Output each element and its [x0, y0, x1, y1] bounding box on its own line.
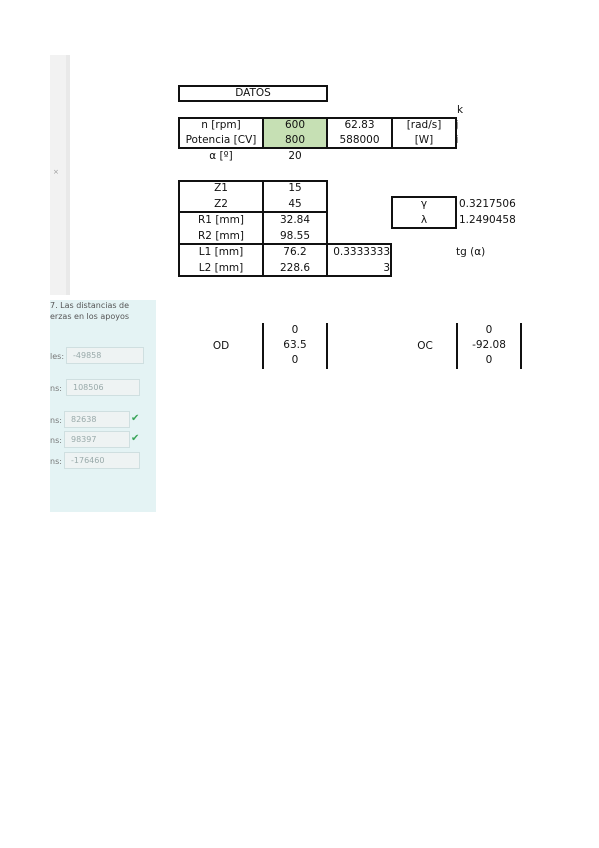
- l-inverse-ratio-value: 3: [383, 262, 390, 274]
- k-label: k: [456, 104, 464, 116]
- embedded-field-input: 108506: [66, 379, 140, 396]
- alpha-value: 20: [288, 150, 302, 162]
- z1-label: Z1: [214, 182, 228, 194]
- n-label: n [rpm]: [201, 119, 241, 131]
- z2-value: 45: [288, 198, 302, 210]
- oc-bracket-left: [456, 323, 458, 369]
- embedded-field-label: ns:: [50, 436, 62, 445]
- check-icon: ✔: [131, 433, 140, 444]
- potencia-label: Potencia [CV]: [185, 134, 257, 146]
- i-label: i: [455, 134, 459, 146]
- power-w-value: 588000: [339, 134, 380, 146]
- potencia-value: 800: [284, 134, 306, 146]
- oc-x: 0: [485, 324, 493, 336]
- l2-label: L2 [mm]: [198, 262, 244, 274]
- od-bracket-left: [262, 323, 264, 369]
- power-unit: [W]: [414, 134, 434, 146]
- l-extra-box: [326, 243, 392, 277]
- omega-unit: [rad/s]: [406, 119, 442, 131]
- top-unit-box: [391, 117, 457, 149]
- embedded-field-input: -49858: [66, 347, 144, 364]
- embedded-scrollbar: [66, 55, 70, 295]
- od-bracket-right: [326, 323, 328, 369]
- embedded-field-label: ns:: [50, 416, 62, 425]
- z2-label: Z2: [214, 198, 228, 210]
- oc-label: OC: [417, 340, 433, 352]
- lambda-value: 1.2490458: [459, 214, 516, 226]
- omega-value: 62.83: [344, 119, 375, 131]
- embedded-field-label: ns:: [50, 457, 62, 466]
- od-y: 63.5: [283, 339, 307, 351]
- r1-value: 32.84: [279, 214, 311, 226]
- r1-label: R1 [mm]: [198, 214, 244, 226]
- oc-y: -92.08: [472, 339, 506, 351]
- od-z: 0: [291, 354, 299, 366]
- l-ratio-value: 0.3333333: [333, 246, 390, 258]
- gamma-value: 0.3217506: [459, 198, 516, 210]
- gamma-lambda-box: [391, 196, 457, 229]
- j-label: j: [455, 119, 459, 131]
- check-icon: ✔: [131, 413, 140, 424]
- embedded-mark: ×: [53, 168, 59, 176]
- l1-label: L1 [mm]: [198, 246, 244, 258]
- embedded-screenshot-form: 7. Las distancias de erzas en los apoyos…: [50, 300, 156, 512]
- embedded-text-line1: 7. Las distancias de: [50, 301, 130, 310]
- datos-header-box: [178, 85, 328, 102]
- oc-z: 0: [485, 354, 493, 366]
- l2-value: 228.6: [279, 262, 311, 274]
- l1-value: 76.2: [283, 246, 307, 258]
- r2-label: R2 [mm]: [198, 230, 244, 242]
- od-label: OD: [212, 340, 230, 352]
- r2-value: 98.55: [279, 230, 311, 242]
- lambda-label: λ: [420, 214, 428, 226]
- embedded-field-label: ns:: [50, 384, 62, 393]
- embedded-field-label: les:: [50, 352, 65, 361]
- gamma-label: γ: [420, 198, 428, 210]
- embedded-text-line2: erzas en los apoyos: [50, 312, 130, 321]
- embedded-field-input: 98397: [64, 431, 130, 448]
- embedded-field-input: 82638: [64, 411, 130, 428]
- n-value: 600: [284, 119, 306, 131]
- od-x: 0: [291, 324, 299, 336]
- datos-title: DATOS: [235, 87, 271, 99]
- tg-alpha-label: tg (α): [456, 246, 486, 258]
- oc-bracket-right: [520, 323, 522, 369]
- z1-value: 15: [288, 182, 302, 194]
- embedded-field-input: -176460: [64, 452, 140, 469]
- alpha-label: α [º]: [209, 150, 233, 162]
